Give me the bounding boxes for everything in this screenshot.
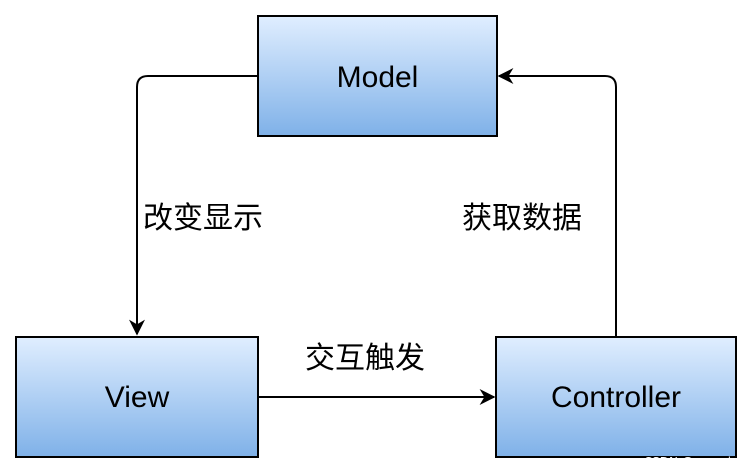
model-node: Model: [257, 15, 498, 137]
edge-model-to-view: [129, 75, 258, 336]
controller-node: Controller: [495, 336, 737, 458]
controller-label: Controller: [551, 381, 681, 414]
edge-label-controller-to-model: 获取数据: [462, 201, 582, 236]
watermark-text: CSDN @gong jr: [644, 455, 736, 469]
edge-controller-to-model: [497, 68, 617, 337]
edge-label-view-to-controller: 交互触发: [305, 341, 425, 376]
view-label: View: [105, 381, 170, 414]
view-node: View: [15, 336, 259, 458]
model-label: Model: [337, 61, 419, 94]
edge-label-model-to-view: 改变显示: [143, 201, 263, 236]
